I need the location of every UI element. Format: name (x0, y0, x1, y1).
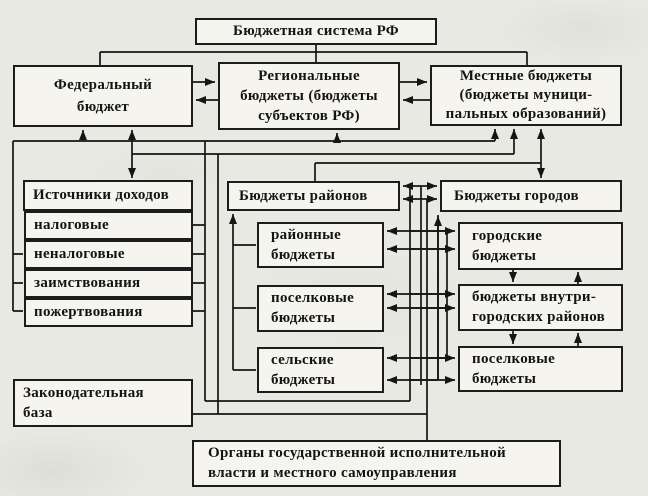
node-label-line: пожертвования (34, 304, 143, 320)
node-label-line: Бюджеты районов (239, 188, 368, 204)
node-label-line: поселковые (472, 351, 556, 367)
node-label-line: городских районов (472, 309, 606, 325)
node-label-line: Источники доходов (33, 187, 170, 203)
node-income-sources-header: Источники доходов (23, 180, 193, 211)
node-label-line: Местные бюджеты (459, 68, 593, 84)
node-label-line: (бюджеты муници- (459, 87, 593, 103)
node-raion-budgets: районные бюджеты (257, 222, 384, 268)
node-income-source-borrowings: заимствования (24, 269, 193, 298)
node-intracity-district-budgets: бюджеты внутри- городских районов (458, 284, 623, 331)
node-label-line: заимствования (34, 275, 141, 291)
node-label-line: пальных образований) (445, 106, 607, 122)
node-label-line: Законодательная (23, 385, 144, 401)
node-executive-authorities: Органы государственной исполнительной вл… (192, 440, 561, 487)
node-rural-budgets: сельские бюджеты (257, 347, 384, 393)
node-label-line: Бюджетная система РФ (233, 23, 399, 39)
node-label-line: власти и местного самоуправления (208, 465, 457, 481)
node-label-line: бюджеты (271, 310, 336, 326)
node-label-line: Федеральный (53, 77, 153, 93)
node-local-budgets: Местные бюджеты (бюджеты муници- пальных… (430, 65, 622, 126)
arrow-connectors (79, 78, 582, 384)
node-legislative-base: Законодательная база (13, 379, 193, 427)
node-district-budgets-header: Бюджеты районов (227, 181, 400, 211)
node-regional-budgets: Региональные бюджеты (бюджеты субъектов … (218, 62, 400, 130)
node-label-line: база (23, 405, 53, 421)
node-income-source-tax: налоговые (24, 211, 193, 240)
node-label-line: Бюджеты городов (454, 188, 579, 204)
node-label-line: налоговые (34, 217, 109, 233)
node-label-line: городские (472, 228, 543, 244)
node-settlement-budgets-district: поселковые бюджеты (257, 285, 384, 332)
node-label-line: бюджеты (271, 247, 336, 263)
node-label-line: неналоговые (34, 246, 125, 262)
node-settlement-budgets-city: поселковые бюджеты (458, 346, 623, 392)
node-label-line: бюджеты (271, 372, 336, 388)
node-label-line: Региональные (258, 68, 360, 84)
node-label-line: районные (271, 227, 342, 243)
node-label-line: бюджеты внутри- (472, 289, 597, 305)
node-federal-budget: Федеральный бюджет (13, 65, 193, 127)
node-city-budgets: городские бюджеты (458, 222, 623, 270)
node-label-line: бюджеты (бюджеты (240, 88, 378, 104)
plain-connectors (12, 45, 541, 440)
node-income-source-nontax: неналоговые (24, 240, 193, 269)
node-label-line: субъектов РФ) (258, 108, 360, 124)
node-label-line: бюджеты (472, 371, 537, 387)
node-label-line: поселковые (271, 290, 355, 306)
node-city-budgets-header: Бюджеты городов (440, 180, 622, 212)
node-label-line: Органы государственной исполнительной (208, 445, 506, 461)
node-label-line: сельские (271, 352, 334, 368)
node-income-source-donations: пожертвования (24, 298, 193, 327)
node-label-line: бюджеты (472, 248, 537, 264)
node-label-line: бюджет (76, 99, 130, 115)
node-budget-system-title: Бюджетная система РФ (195, 18, 437, 45)
